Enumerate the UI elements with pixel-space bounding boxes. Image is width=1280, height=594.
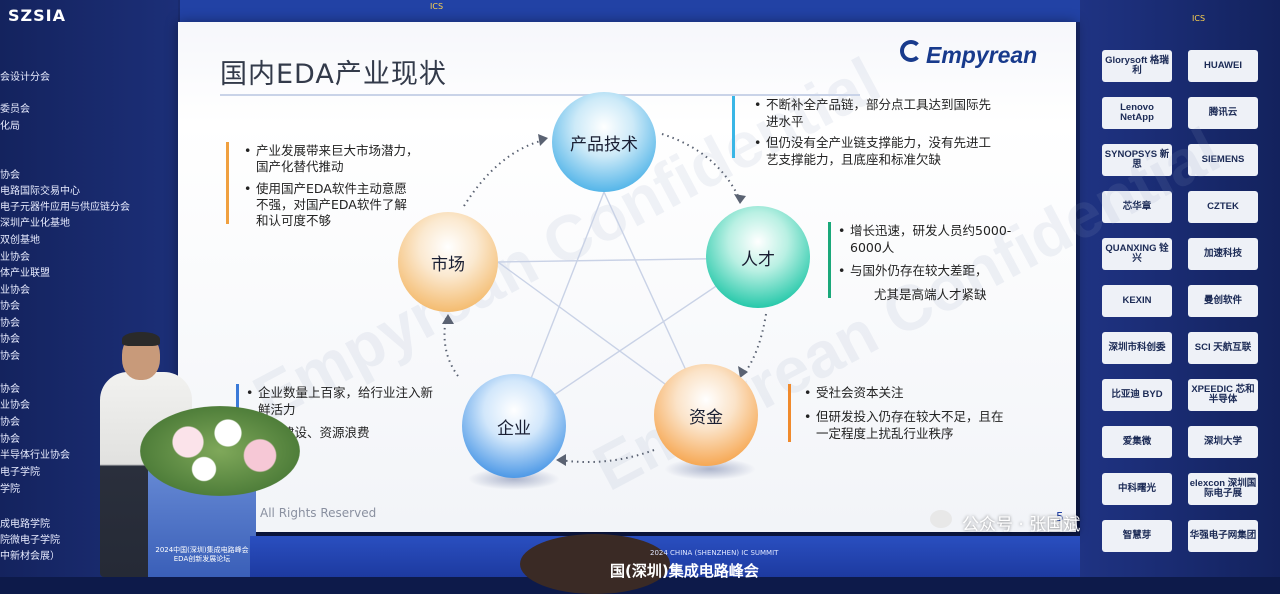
sponsor-logo: elexcon 深圳国际电子展 — [1188, 473, 1258, 505]
left-wall-item: 协会 — [0, 170, 20, 181]
accent-bar — [226, 142, 229, 224]
left-wall-item: 成电路学院 — [0, 519, 50, 530]
node-talent: 人才 — [706, 206, 810, 308]
capital-notes: 受社会资本关注 但研发投入仍存在较大不足，且在 一定程度上扰乱行业秩序 — [788, 384, 1048, 454]
sponsor-logo: 华强电子网集团 — [1188, 520, 1258, 552]
left-wall-item: 半导体行业协会 — [0, 450, 70, 461]
sponsor-logo: 芯华章 — [1102, 191, 1172, 223]
left-wall-item: 化局 — [0, 121, 20, 132]
wechat-watermark: 公众号 · 张国斌 — [962, 515, 1081, 535]
left-wall-item: 中新材会展） — [0, 551, 60, 562]
left-wall-item: 院微电子学院 — [0, 535, 60, 546]
left-wall-item: 协会 — [0, 334, 20, 345]
left-wall-item: 电子学院 — [0, 467, 40, 478]
product-tech-notes: 不断补全产品链，部分点工具达到国际先 进水平 但仍没有全产业链支撑能力，没有先进… — [732, 96, 1052, 167]
note-line: 企业数量上百家，给行业注入新 — [246, 384, 433, 401]
left-wall-item: 学院 — [0, 484, 20, 495]
market-notes: 产业发展带来巨大市场潜力， 国产化替代推动 使用国产EDA软件主动意愿 不强，对… — [226, 142, 426, 232]
sponsor-logo: HUAWEI — [1188, 50, 1258, 82]
note-line: 不断补全产品链，部分点工具达到国际先 — [754, 96, 991, 113]
accent-bar — [788, 384, 791, 442]
slide-footer: All Rights Reserved — [260, 506, 377, 520]
sponsor-logo: 智慧芽 — [1102, 520, 1172, 552]
szsia-logo: SZSIA — [8, 6, 66, 25]
left-wall-item: 协会 — [0, 301, 20, 312]
left-wall-item: 业协会 — [0, 285, 30, 296]
note-line: 但仍没有全产业链支撑能力，没有先进工 — [754, 134, 991, 151]
note-line-cont: 和认可度不够 — [256, 213, 332, 228]
banner-chinese: 国(深圳)集成电路峰会 — [610, 562, 759, 580]
note-line-cont: 鲜活力 — [258, 402, 296, 417]
top-banner-strip: ICS — [180, 0, 1080, 22]
node-shadow — [468, 468, 560, 490]
left-wall-item: 电子元器件应用与供应链分会 — [0, 202, 130, 213]
left-wall-item: 业协会 — [0, 400, 30, 411]
sponsor-logo: SIEMENS — [1188, 144, 1258, 176]
empyrean-logo: Empyrean — [926, 42, 1038, 68]
speaker-hair — [122, 332, 160, 346]
sponsor-logo: Glorysoft 格瑞利 — [1102, 50, 1172, 82]
wechat-icon — [930, 510, 952, 528]
sponsor-logo: 深圳大学 — [1188, 426, 1258, 458]
left-wall-item: 业协会 — [0, 252, 30, 263]
node-enterprise: 企业 — [462, 374, 566, 478]
title-rule — [220, 94, 860, 96]
sponsor-logo: CZTEK — [1188, 191, 1258, 223]
note-line: 与国外仍存在较大差距， — [838, 262, 987, 279]
sponsor-logo: 深圳市科创委 — [1102, 332, 1172, 364]
note-line-cont: 尤其是高端人才紧缺 — [874, 287, 987, 302]
sponsor-logo: 加速科技 — [1188, 238, 1258, 270]
sponsor-logo: QUANXING 铨兴 — [1102, 238, 1172, 270]
note-line-cont: 一定程度上扰乱行业秩序 — [816, 426, 954, 441]
node-market: 市场 — [398, 212, 498, 312]
left-wall-item: 深圳产业化基地 — [0, 218, 70, 229]
note-line: 增长迅速，研发人员约5000- — [838, 222, 1011, 239]
note-line-cont: 国产化替代推动 — [256, 159, 344, 174]
sponsor-logo: KEXIN — [1102, 285, 1172, 317]
note-line: 产业发展带来巨大市场潜力， — [244, 142, 418, 159]
note-line-cont: 进水平 — [766, 114, 804, 129]
note-line: 使用国产EDA软件主动意愿 — [244, 180, 407, 197]
left-wall-item: 协会 — [0, 417, 20, 428]
ics-logo: ICS — [1192, 14, 1206, 23]
sponsor-logo: 腾讯云 — [1188, 97, 1258, 129]
note-line-cont: 不强，对国产EDA软件了解 — [256, 197, 407, 212]
ics-logo: ICS — [430, 2, 444, 11]
sponsor-logo: Lenovo NetApp — [1102, 97, 1172, 129]
left-wall-item: 会设计分会 — [0, 72, 50, 83]
left-wall-item: 双创基地 — [0, 235, 40, 246]
node-product-tech: 产品技术 — [552, 92, 656, 192]
accent-bar — [732, 96, 735, 158]
note-line: 但研发投入仍存在较大不足，且在 — [804, 408, 1003, 425]
arrow-heads — [442, 134, 748, 466]
node-shadow — [664, 458, 756, 480]
sponsor-logo: SCI 天航互联 — [1188, 332, 1258, 364]
left-wall-item: 协会 — [0, 351, 20, 362]
left-wall-item: 体产业联盟 — [0, 268, 50, 279]
accent-bar — [828, 222, 831, 298]
sponsor-logo: SYNOPSYS 新思 — [1102, 144, 1172, 176]
flower-arrangement — [140, 406, 300, 496]
sponsor-logo: 曼创软件 — [1188, 285, 1258, 317]
podium-label: 2024中国(深圳)集成电路峰会 EDA创新发展论坛 — [155, 546, 249, 563]
note-line: 受社会资本关注 — [804, 384, 903, 401]
sponsor-logo: XPEEDIC 芯和半导体 — [1188, 379, 1258, 411]
sponsor-logo: 中科曙光 — [1102, 473, 1172, 505]
left-wall-item: 电路国际交易中心 — [0, 186, 80, 197]
sponsor-logo: 比亚迪 BYD — [1102, 379, 1172, 411]
sponsor-logo: 爱集微 — [1102, 426, 1172, 458]
left-wall-item: 委员会 — [0, 104, 30, 115]
left-wall-item: 协会 — [0, 318, 20, 329]
talent-notes: 增长迅速，研发人员约5000- 6000人 与国外仍存在较大差距， 尤其是高端人… — [828, 222, 1068, 312]
note-line-cont: 艺支撑能力，且底座和标准欠缺 — [766, 152, 942, 167]
empyrean-logo-icon — [900, 40, 922, 62]
left-wall-item: 协会 — [0, 384, 20, 395]
node-capital: 资金 — [654, 364, 758, 466]
presentation-slide: Empyrean Confidential Empyrean Confident… — [178, 22, 1231, 532]
slide-page-number: 5 — [1056, 510, 1064, 524]
left-wall-item: 协会 — [0, 434, 20, 445]
note-line-cont: 6000人 — [850, 240, 895, 255]
banner-english: 2024 CHINA (SHENZHEN) IC SUMMIT — [650, 549, 779, 557]
slide-title: 国内EDA产业现状 — [220, 59, 447, 90]
